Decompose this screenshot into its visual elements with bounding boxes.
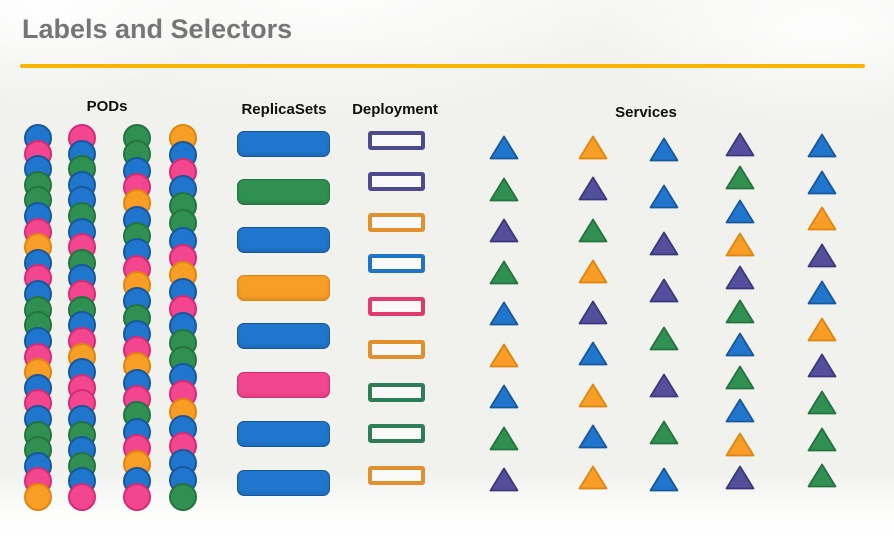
deployment-outline-rect: [368, 466, 425, 485]
service-triangle: [807, 427, 837, 451]
deployment-header: Deployment: [352, 101, 438, 118]
service-triangle: [725, 465, 755, 490]
service-triangle: [489, 467, 519, 492]
service-triangle: [578, 424, 608, 449]
replicaset-rect: [237, 179, 330, 205]
service-triangle: [489, 177, 519, 201]
deployment-outline-rect: [368, 131, 425, 150]
service-triangle: [649, 231, 679, 256]
service-triangle: [807, 390, 837, 415]
service-triangle: [725, 332, 755, 357]
service-triangle: [725, 132, 755, 157]
pod-circle: [169, 483, 197, 511]
service-triangle: [649, 467, 679, 492]
replicasets-header: ReplicaSets: [241, 101, 327, 118]
replicaset-rect: [237, 227, 330, 253]
service-triangle: [649, 279, 679, 303]
replicaset-rect: [237, 372, 330, 398]
service-triangle: [649, 420, 679, 445]
pod-circle: [123, 483, 151, 511]
deployment-outline-rect: [368, 383, 425, 402]
page-title: Labels and Selectors: [22, 14, 293, 44]
service-triangle: [807, 206, 837, 231]
deployment-outline-rect: [368, 213, 425, 232]
deployment-outline-rect: [368, 297, 425, 316]
service-triangle: [489, 218, 519, 243]
service-triangle: [578, 465, 608, 490]
deployment-outline-rect: [368, 424, 425, 443]
deployment-outline-rect: [368, 172, 425, 191]
service-triangle: [578, 341, 608, 366]
title-underline-accent: [20, 64, 865, 68]
service-triangle: [807, 133, 837, 158]
deployment-outline-rect: [368, 340, 425, 359]
service-triangle: [649, 326, 679, 350]
service-triangle: [489, 301, 519, 326]
replicaset-rect: [237, 421, 330, 447]
pod-circle: [68, 483, 96, 511]
service-triangle: [649, 373, 679, 398]
pods-header: PODs: [86, 98, 128, 115]
service-triangle: [725, 199, 755, 223]
service-triangle: [489, 343, 519, 367]
service-triangle: [649, 184, 679, 209]
service-triangle: [649, 137, 679, 162]
service-triangle: [578, 383, 608, 407]
replicaset-rect: [237, 131, 330, 157]
service-triangle: [725, 365, 755, 390]
service-triangle: [578, 300, 608, 325]
service-triangle: [489, 426, 519, 450]
service-triangle: [807, 243, 837, 268]
service-triangle: [725, 232, 755, 257]
service-triangle: [489, 384, 519, 409]
replicaset-rect: [237, 323, 330, 349]
deployment-outline-rect: [368, 254, 425, 273]
pod-circle: [24, 483, 52, 511]
service-triangle: [578, 135, 608, 160]
service-triangle: [807, 170, 837, 195]
service-triangle: [807, 317, 837, 341]
service-triangle: [578, 218, 608, 242]
service-triangle: [489, 260, 519, 284]
service-triangle: [725, 265, 755, 290]
service-triangle: [725, 165, 755, 190]
service-triangle: [725, 398, 755, 423]
service-triangle: [725, 432, 755, 457]
replicaset-rect: [237, 275, 330, 301]
service-triangle: [807, 463, 837, 488]
service-triangle: [578, 259, 608, 284]
services-header: Services: [615, 104, 677, 121]
replicaset-rect: [237, 470, 330, 496]
service-triangle: [489, 135, 519, 160]
service-triangle: [807, 353, 837, 378]
service-triangle: [578, 176, 608, 201]
service-triangle: [807, 280, 837, 305]
service-triangle: [725, 299, 755, 323]
